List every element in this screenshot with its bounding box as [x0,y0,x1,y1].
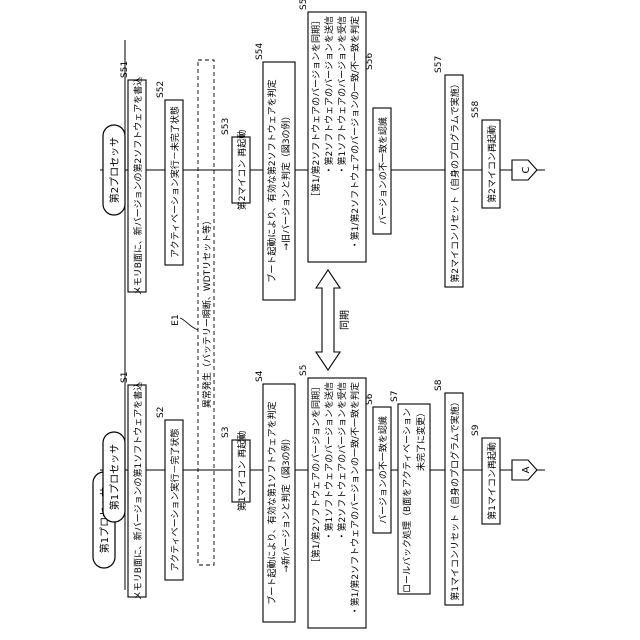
step-s57-label: S57 [434,56,444,73]
step-s58-label: S58 [471,101,481,118]
terminal-c: C [512,160,537,180]
step-s5-text-3: ・第2ソフトウェアのバージョンを受信 [336,382,348,541]
step-s55-text-2: ・第2ソフトウェアのバージョンを送信 [323,16,335,175]
step-s3-label: S3 [221,427,231,438]
step-s9-label: S9 [471,424,481,436]
step-s4-text-2: →新バージョンと判定（図3の例） [280,433,292,572]
step-s7-text-2: 未完了に変更） [415,408,427,471]
step-s55-label: S55 [299,0,309,10]
step-s54: ブート起動により、有効な第2ソフトウェアを判定 →旧バージョンと判定（図3の例）… [255,43,295,300]
step-s54-text-1: ブート起動により、有効な第2ソフトウェアを判定 [266,79,278,282]
step-s52-text: アクティベーション実行－未完了状態 [169,106,181,258]
step-s2-label: S2 [156,407,166,418]
step-s57-text: 第2マイコンリセット（自身のプログラムで実施） [449,79,461,282]
step-s55-text-1: ［第1/第2ソフトウェアのバージョンを同期］ [310,16,322,201]
step-s51-text: メモリB面に、新バージョンの第2ソフトウェアを書込 [132,77,144,295]
processor-1-label: 第1プロセッサ [108,444,121,510]
step-s6: バージョンの不一致を認識 S6 [365,393,391,533]
step-s1-text: メモリB面に、新バージョンの第1ソフトウェアを書込 [132,382,144,600]
step-s7: ロールバック処理（B面をアクティベーション 未完了に変更） S7 [390,391,430,594]
step-s5-label: S5 [299,365,309,376]
step-s5: ［第1/第2ソフトウェアのバージョンを同期］ ・第1ソフトウェアのバージョンを送… [299,365,366,628]
event-e1-text: 異常発生（バッテリー瞬断、WDTリセット等） [201,216,213,408]
step-s5-text-4: ・第1/第2ソフトウェアのバージョンの一致/不一致を判定 [349,382,361,615]
step-s55-text-3: ・第1ソフトウェアのバージョンを受信 [336,16,348,175]
step-s54-label: S54 [255,43,265,60]
sync-label: 同期 [339,310,351,330]
step-s3-text: 第1マイコン 再起動 [236,431,248,512]
step-s6-text: バージョンの不一致を認識 [377,416,389,524]
step-s3: 第1マイコン 再起動 S3 [221,427,250,512]
step-s7-text-1: ロールバック処理（B面をアクティベーション [401,408,413,593]
processor-2-header: 第2プロセッサ [103,125,125,215]
step-s56: バージョンの不一致を認識 S56 [365,53,391,234]
step-s55: ［第1/第2ソフトウェアのバージョンを同期］ ・第2ソフトウェアのバージョンを送… [299,0,366,262]
processor-1-header: 第1プロセッサ [103,432,125,522]
step-s2-text: アクティベーション実行－完了状態 [169,429,181,572]
terminal-a: A [512,460,537,480]
step-s7-label: S7 [390,391,400,402]
step-s9: 第1マイコン再起動 S9 [471,424,500,524]
step-s55-text-4: ・第1/第2ソフトウェアのバージョンの一致/不一致を判定 [349,16,361,249]
terminal-a-label: A [521,466,532,473]
step-s53: 第2マイコン 再起動 S53 [221,118,250,210]
step-s53-text: 第2マイコン 再起動 [236,130,248,211]
step-s53-label: S53 [221,118,231,135]
step-s57: 第2マイコンリセット（自身のプログラムで実施） S57 [434,56,463,287]
step-s4-text-1: ブート起動により、有効な第1ソフトウェアを判定 [266,401,278,604]
terminal-c-label: C [521,166,532,173]
step-s5-text-1: ［第1/第2ソフトウェアのバージョンを同期］ [310,382,322,567]
step-s4: ブート起動により、有効な第1ソフトウェアを判定 →新バージョンと判定（図3の例）… [255,370,295,622]
step-s8: 第1マイコンリセット（自身のプログラムで実施） S8 [434,379,463,605]
step-s51-label: S51 [120,61,130,78]
step-s8-text: 第1マイコンリセット（自身のプログラムで実施） [449,397,461,600]
step-s8-label: S8 [434,379,444,391]
step-s6-label: S6 [365,393,375,405]
step-s58-text: 第2マイコン再起動 [486,125,498,203]
step-s1-label: S1 [120,372,130,383]
step-s9-text: 第1マイコン再起動 [486,442,498,520]
processor-2-label: 第2プロセッサ [108,137,121,203]
event-e1-leader [180,318,198,330]
sync-arrow [316,270,340,370]
step-s52-label: S52 [156,81,166,98]
step-s58: 第2マイコン再起動 S58 [471,101,500,208]
step-s54-text-2: →旧バージョンと判定（図3の例） [280,111,292,250]
step-s2: アクティベーション実行－完了状態 S2 [156,407,183,580]
step-s5-text-2: ・第1ソフトウェアのバージョンを送信 [323,382,335,541]
event-e1-label: E1 [171,314,181,325]
step-s52: アクティベーション実行－未完了状態 S52 [156,81,183,265]
step-s56-label: S56 [365,53,375,70]
step-s4-label: S4 [255,370,265,382]
step-s56-text: バージョンの不一致を認識 [377,117,389,225]
